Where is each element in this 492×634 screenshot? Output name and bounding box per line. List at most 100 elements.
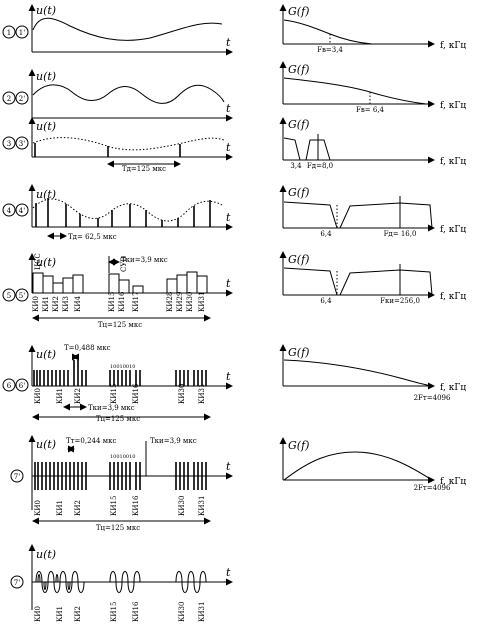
- svg-text:КИ31: КИ31: [198, 384, 206, 404]
- row7-time-plot: 7' u(t) t Tт=0,244 мкс Tки=3,9 мкс 10010…: [10, 435, 233, 532]
- marker-circle: [10, 575, 24, 589]
- row1-marker-prime: 1': [19, 29, 25, 37]
- ki-freq-label: Fки=256,0: [380, 297, 420, 305]
- spectrum-curve: [283, 451, 433, 481]
- t-axis-label: t: [226, 211, 231, 224]
- marker-circle: [15, 288, 29, 302]
- svg-text:КИ4: КИ4: [74, 295, 82, 312]
- period-label: Tд=125 мкс: [122, 165, 166, 173]
- signal-curve: [32, 17, 223, 41]
- row4-spectrum: G(f) f, кГц 6,4 Fд= 16,0: [279, 185, 466, 238]
- t-axis-label: t: [226, 370, 231, 383]
- f-axis-label: f, кГц: [440, 477, 466, 487]
- svg-text:КИ29: КИ29: [176, 292, 184, 312]
- u-axis-label: u(t): [36, 120, 56, 133]
- sample-pulses: [35, 198, 211, 227]
- row3-marker-prime: 3': [19, 140, 25, 148]
- t-axis-label: t: [226, 141, 231, 154]
- ki-span-label: Tки=3,9 мкс: [150, 437, 197, 445]
- cutoff-label: Fв= 6,4: [356, 106, 385, 114]
- svg-text:КИ30: КИ30: [186, 292, 194, 312]
- baseband-lobe: [283, 201, 338, 229]
- row6-spectrum: G(f) f, кГц 2Fт=4096: [279, 344, 466, 402]
- pam-bars: [32, 271, 208, 294]
- row2-time-plot: 2 2' u(t) t: [2, 69, 233, 122]
- sampling-freq-label: Fд= 16,0: [384, 230, 417, 238]
- period-label: Tд= 62,5 мкс: [68, 233, 117, 241]
- envelope-curve: [32, 198, 225, 222]
- f-axis-label: f, кГц: [440, 292, 466, 302]
- g-axis-label: G(f): [288, 346, 309, 359]
- channel-labels: КИ0 КИ1 КИ2 КИ15 КИ16 КИ30 КИ31: [34, 383, 206, 404]
- filtered-pulses: [35, 571, 207, 593]
- marker-circle: [2, 203, 16, 217]
- code-word: 10010010: [110, 454, 135, 460]
- u-axis-label: u(t): [36, 4, 56, 17]
- svg-text:КИ31: КИ31: [198, 496, 206, 516]
- row3-spectrum: G(f) f, кГц 3,4 Fд=8,0: [279, 117, 466, 170]
- image-lobe: [339, 202, 433, 229]
- row1-spectrum: G(f) f, кГц Fв=3,4: [279, 4, 466, 54]
- clock-freq-label: 2Fт=4096: [414, 394, 451, 402]
- spectrum-curve: [283, 77, 427, 105]
- row6-marker: 6: [7, 382, 12, 390]
- cutoff-label: 6,4: [320, 230, 332, 238]
- t-axis-label: t: [226, 277, 231, 290]
- baseband-lobe: [283, 267, 338, 296]
- svg-text:КИ2: КИ2: [74, 500, 82, 516]
- baseband-lobe: [283, 137, 301, 161]
- svg-text:КИ31: КИ31: [198, 602, 206, 622]
- marker-circle: [2, 25, 16, 39]
- frame-label: Tц=125 мкс: [96, 415, 140, 423]
- row5-marker-prime: 5': [19, 292, 25, 300]
- row3-marker: 3: [7, 140, 11, 148]
- g-axis-label: G(f): [288, 439, 309, 452]
- u-axis-label: u(t): [36, 70, 56, 83]
- cutoff-label: 3,4: [290, 162, 302, 170]
- row7-marker: 7': [14, 473, 20, 481]
- u-axis-label: u(t): [36, 188, 56, 201]
- svg-text:КИ0: КИ0: [32, 296, 40, 312]
- t-axis-label: t: [226, 36, 231, 49]
- binary-pulses: [33, 360, 207, 386]
- row5-time-plot: 5 5' u(t) t ЦСС СУВ Tки=3,9 мкс КИ0 КИ1: [2, 253, 233, 329]
- u-axis-label: u(t): [36, 438, 56, 451]
- f-axis-label: f, кГц: [440, 383, 466, 393]
- svg-text:КИ17: КИ17: [132, 292, 140, 312]
- svg-text:КИ31: КИ31: [198, 292, 206, 312]
- g-axis-label: G(f): [288, 118, 309, 131]
- marker-circle: [2, 136, 16, 150]
- image-lobe: [339, 269, 433, 296]
- row3-time-plot: 3 3' u(t) t Tд=125 мкс: [2, 117, 233, 173]
- channel-labels: КИ0 КИ1 КИ2 КИ3 КИ4 КИ15 КИ16 КИ17 КИ28 …: [32, 291, 206, 312]
- row4-marker: 4: [7, 207, 12, 215]
- t-axis-label: t: [226, 102, 231, 115]
- t-axis-label: t: [226, 460, 231, 473]
- clock-freq-label: 2Fт=4096: [414, 484, 451, 492]
- ki-span-label: Tки=3,9 мкс: [121, 256, 168, 264]
- channel-labels: КИ0 КИ1 КИ2 КИ15 КИ16 КИ30 КИ31: [34, 601, 206, 622]
- f-axis-label: f, кГц: [440, 225, 466, 235]
- spectrum-curve: [283, 359, 433, 387]
- bit-period-label: T=0,488 мкс: [64, 344, 111, 352]
- sampling-freq-label: Fд=8,0: [307, 162, 333, 170]
- f-axis-label: f, кГц: [440, 41, 466, 51]
- row6-marker-prime: 6': [19, 382, 25, 390]
- signal-curve: [32, 84, 225, 104]
- suv-group-label: СУВ: [120, 256, 128, 272]
- frame-label: Tц=125 мкс: [98, 321, 142, 329]
- ki-span-label: Tки=3,9 мкс: [88, 404, 135, 412]
- svg-text:КИ1: КИ1: [56, 606, 64, 622]
- row1-time-plot: 1 1' u(t) t: [2, 4, 233, 56]
- row5-marker: 5: [7, 292, 11, 300]
- u-axis-label: u(t): [36, 256, 56, 269]
- marker-circle: [15, 25, 29, 39]
- row7-spectrum: G(f) f, кГц 2Fт=4096: [279, 437, 466, 492]
- svg-text:КИ1: КИ1: [56, 500, 64, 516]
- marker-circle: [15, 378, 29, 392]
- svg-text:КИ30: КИ30: [178, 602, 186, 622]
- svg-text:КИ16: КИ16: [132, 383, 140, 404]
- marker-circle: [15, 203, 29, 217]
- svg-text:КИ15: КИ15: [110, 496, 118, 516]
